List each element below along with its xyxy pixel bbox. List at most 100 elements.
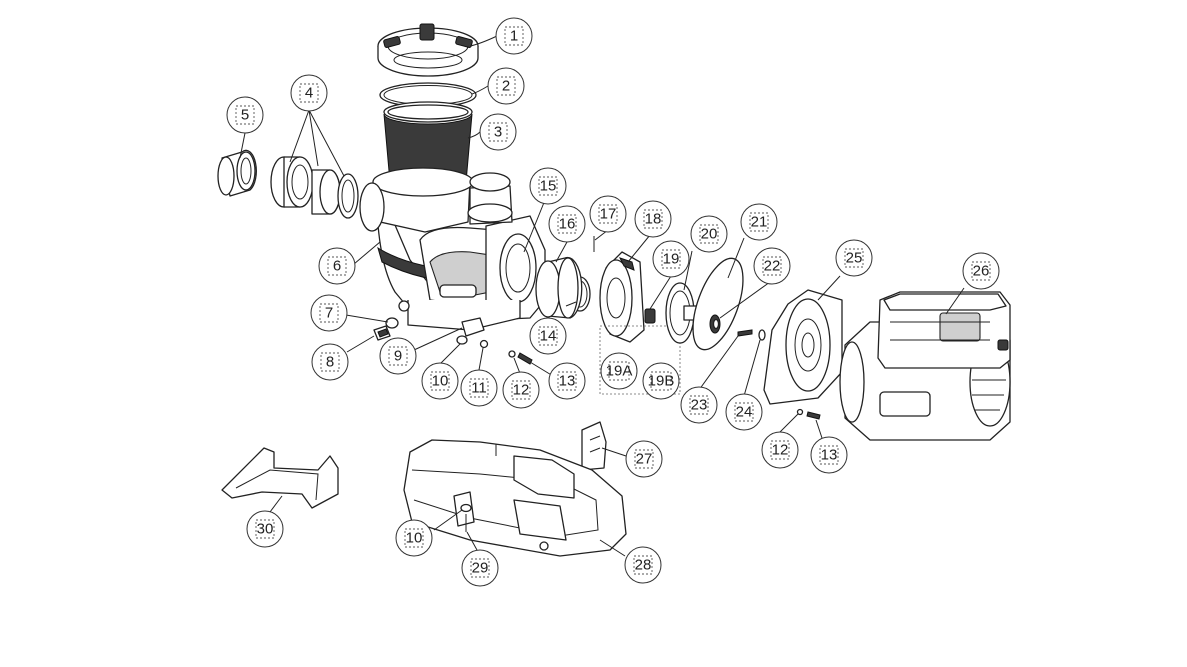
- part-30-foot: [221, 447, 339, 509]
- callout-4: 4: [290, 74, 328, 112]
- svg-text:15: 15: [540, 178, 557, 195]
- part-13-bolt-a: [517, 352, 533, 365]
- part-1-strainer-lid: [377, 23, 479, 77]
- svg-text:17: 17: [600, 206, 617, 223]
- svg-text:11: 11: [471, 380, 487, 397]
- svg-text:12: 12: [772, 442, 789, 459]
- svg-text:10: 10: [406, 530, 423, 547]
- svg-text:13: 13: [559, 373, 576, 390]
- svg-text:19A: 19A: [606, 363, 633, 380]
- part-26-motor: [839, 291, 1011, 441]
- callout-10b: 10: [395, 519, 433, 557]
- callout-14: 14: [529, 317, 567, 355]
- part-22-seal-ring: [709, 314, 721, 334]
- callout-19a: 19A: [600, 352, 638, 390]
- svg-text:18: 18: [645, 211, 662, 228]
- svg-text:13: 13: [821, 447, 838, 464]
- svg-text:29: 29: [472, 560, 489, 577]
- svg-text:1: 1: [510, 28, 518, 45]
- svg-text:7: 7: [325, 305, 333, 322]
- callout-25: 25: [835, 239, 873, 277]
- callout-19: 19: [652, 240, 690, 278]
- part-12-washer-a: [508, 350, 516, 358]
- callout-3: 3: [479, 113, 517, 151]
- part-7-drain-o-ring: [385, 317, 399, 329]
- callout-17: 17: [589, 195, 627, 233]
- svg-text:6: 6: [333, 258, 341, 275]
- part-5-adaptor: [217, 149, 257, 197]
- callout-5: 5: [226, 96, 264, 134]
- part-15-housing-seal: [505, 243, 531, 293]
- callout-10a: 10: [421, 362, 459, 400]
- svg-text:24: 24: [736, 404, 753, 421]
- callout-21: 21: [740, 203, 778, 241]
- svg-text:23: 23: [691, 397, 708, 414]
- callout-11: 11: [460, 369, 498, 407]
- callout-24: 24: [725, 393, 763, 431]
- callout-27: 27: [625, 440, 663, 478]
- callout-1: 1: [495, 17, 533, 55]
- part-12-washer-b: [796, 408, 804, 416]
- callout-20: 20: [690, 215, 728, 253]
- part-13-bolt-b: [806, 411, 821, 420]
- callout-6: 6: [318, 247, 356, 285]
- svg-text:20: 20: [701, 226, 718, 243]
- svg-text:9: 9: [394, 348, 402, 365]
- callout-19b: 19B: [642, 362, 680, 400]
- part-4-union-assembly: [270, 156, 359, 219]
- svg-text:19B: 19B: [648, 373, 675, 390]
- callout-13b: 13: [810, 436, 848, 474]
- part-19-mechanical-seal: [644, 308, 656, 324]
- svg-text:27: 27: [636, 451, 653, 468]
- part-9-clip: [461, 317, 485, 337]
- svg-text:10: 10: [432, 373, 449, 390]
- svg-text:21: 21: [751, 214, 768, 231]
- svg-text:19: 19: [663, 251, 680, 268]
- callout-23: 23: [680, 386, 718, 424]
- svg-text:8: 8: [326, 354, 334, 371]
- part-24-washer: [758, 329, 766, 341]
- svg-text:26: 26: [973, 263, 990, 280]
- svg-text:5: 5: [241, 107, 249, 124]
- part-16-diffuser: [535, 256, 583, 319]
- part-23-screw: [737, 329, 753, 337]
- part-28-base: [403, 439, 627, 557]
- callout-2: 2: [487, 67, 525, 105]
- svg-text:12: 12: [513, 382, 530, 399]
- callout-22: 22: [753, 247, 791, 285]
- svg-text:30: 30: [257, 521, 274, 538]
- callout-7: 7: [310, 294, 348, 332]
- part-8-drain-plug: [373, 325, 391, 341]
- part-10-washer-b: [460, 503, 472, 513]
- leader-lines: [239, 35, 965, 557]
- svg-text:2: 2: [502, 78, 510, 95]
- callout-18: 18: [634, 200, 672, 238]
- part-27-bracket: [581, 421, 607, 471]
- callout-16: 16: [548, 205, 586, 243]
- svg-text:4: 4: [305, 85, 313, 102]
- callout-13a: 13: [548, 362, 586, 400]
- svg-text:25: 25: [846, 250, 863, 267]
- callout-12a: 12: [502, 371, 540, 409]
- callout-30: 30: [246, 510, 284, 548]
- seal-group-box: [599, 325, 681, 395]
- part-6-pump-housing: [359, 167, 546, 331]
- callout-29: 29: [461, 549, 499, 587]
- callout-8: 8: [311, 343, 349, 381]
- part-21-plate: [692, 257, 744, 351]
- svg-text:22: 22: [764, 258, 781, 275]
- callout-12b: 12: [761, 431, 799, 469]
- callout-9: 9: [379, 337, 417, 375]
- callout-26: 26: [962, 252, 1000, 290]
- svg-text:28: 28: [635, 557, 652, 574]
- svg-text:3: 3: [494, 124, 502, 141]
- svg-text:14: 14: [540, 328, 557, 345]
- svg-text:16: 16: [559, 216, 576, 233]
- callout-15: 15: [529, 167, 567, 205]
- part-25-motor-bracket: [763, 289, 843, 405]
- callout-28: 28: [624, 546, 662, 584]
- part-11-nut: [479, 339, 489, 349]
- part-10-washer: [456, 335, 468, 345]
- part-18-seal-plate: [599, 251, 645, 343]
